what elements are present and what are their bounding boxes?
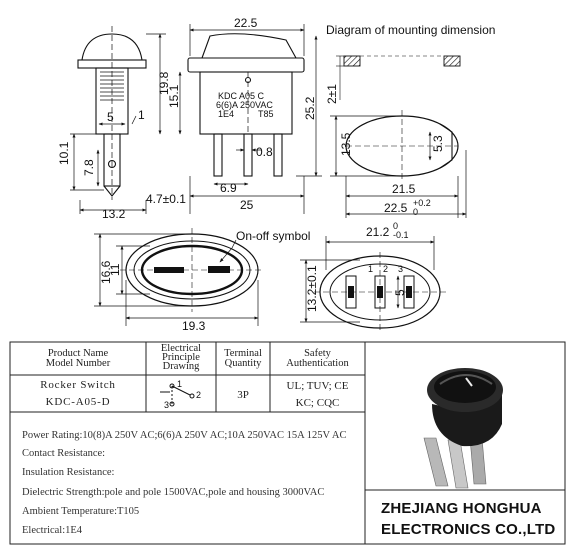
dim-21-2-upper-tol: 0 [393,221,398,231]
dim-22-5: 22.5 [384,201,408,215]
marking-line3: 1E4 [218,109,234,119]
dim-5: 5 [107,110,114,124]
dim-2: 2±1 [325,84,339,104]
marking-line4: T85 [258,109,274,119]
dim-1: 1 [138,108,145,122]
side-view-dims [70,33,166,214]
technical-drawing: 13.2 5 1 10.1 7.8 19.8 4.7±0.1 KDC A05 C… [57,16,495,333]
panel-section [336,55,461,100]
spec-insulation-resistance: Insulation Resistance: [22,467,115,478]
schematic-terminal-1: 1 [177,379,182,389]
dim-21-2: 21.2 [366,225,390,239]
dim-16-6: 16.6 [99,260,113,284]
authentication-line2: KC; CQC [295,397,340,409]
dim-19-8: 19.8 [157,71,171,95]
front-view-dims [178,24,322,214]
dim-22-5-lower-tol: 0 [413,207,418,217]
dim-4-7: 4.7±0.1 [146,192,186,206]
spec-power-rating: Power Rating:10(8)A 250V AC;6(6)A 250V A… [22,430,347,441]
dim-6-9: 6.9 [220,181,237,195]
spec-electrical: Electrical:1E4 [22,525,83,536]
schematic-terminal-2: 2 [196,390,201,400]
terminal-label-2: 2 [383,264,388,274]
product-name-value: Rocker Switch [40,379,116,391]
dim-5-3: 5.3 [431,135,445,152]
dim-19-3: 19.3 [182,319,206,333]
dim-15-1: 15.1 [167,84,181,108]
dim-13-2: 13.2 [102,207,126,221]
dim-11: 11 [108,263,122,276]
dim-22-5-top: 22.5 [234,16,258,30]
company-name-line2: ELECTRONICS CO.,LTD [381,521,556,538]
header-safety: Safety [304,348,331,359]
schematic-terminal-3: 3 [164,400,169,410]
on-symbol-mark [208,266,230,273]
top-view-dims [94,233,259,326]
diagram-title: Diagram of mounting dimension [326,23,495,37]
header-terminal: Terminal [224,348,262,359]
dim-13-5: 13.5 [339,132,353,156]
onoff-symbol-label: On-off symbol [236,229,310,243]
header-authentication: Authentication [286,358,349,369]
terminal-label-3: 3 [398,264,403,274]
spec-ambient-temperature: Ambient Temperature:T105 [22,506,140,517]
marking-line1: KDC A05 C [218,91,265,101]
dim-0-8: 0.8 [256,145,273,159]
authentication-line1: UL; TUV; CE [286,380,349,392]
side-view [77,26,147,200]
header-product-name: Product Name [47,348,109,359]
spec-contact-resistance: Contact Resistance: [22,448,106,459]
header-quantity: Quantity [224,358,262,369]
bottom-view-dims [300,236,435,323]
dim-21-5: 21.5 [392,182,416,196]
dim-5-terminal: 5 [393,289,407,296]
mounting-dims [330,115,467,218]
spec-dielectric-strength: Dielectric Strength:pole and pole 1500VA… [22,487,325,498]
off-symbol-mark [154,267,184,273]
terminal-label-1: 1 [368,264,373,274]
marking-line2: 6(6)A 250VAC [216,100,273,110]
company-name-line1: ZHEJIANG HONGHUA [381,500,542,517]
dim-13-2-tol: 13.2±0.1 [305,265,319,312]
dim-22-5-upper-tol: +0.2 [413,198,431,208]
dim-25-2: 25.2 [303,96,317,120]
header-electrical: Electrical [160,343,202,354]
header-principle: Principle [162,352,200,363]
terminal-2-pin [377,286,383,298]
header-model-number: Model Number [45,358,111,369]
header-drawing: Drawing [162,361,200,372]
rocker-switch-photo [423,368,503,489]
dim-7-8: 7.8 [82,159,96,176]
model-number-value: KDC-A05-D [45,396,111,408]
circuit-schematic [160,383,195,407]
terminal-3-pin [406,286,412,298]
dim-21-2-lower-tol: -0.1 [393,230,409,240]
dim-25: 25 [240,198,254,212]
front-view [187,33,305,177]
terminal-1-pin [348,286,354,298]
dim-10-1: 10.1 [57,141,71,165]
terminal-qty-value: 3P [237,389,249,401]
